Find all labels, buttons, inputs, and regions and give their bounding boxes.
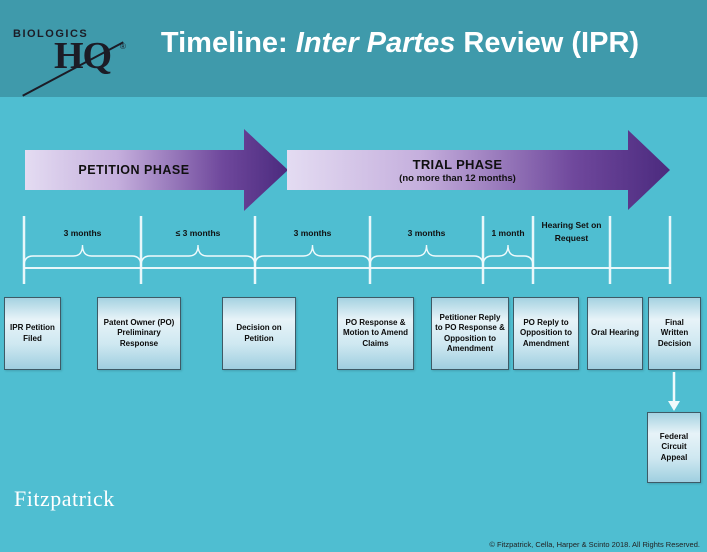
duration-brace	[482, 244, 534, 267]
logo-biologics-text: BIOLOGICS	[13, 28, 89, 40]
step-box-po-response-motion-to-amend: PO Response & Motion to Amend Claims	[337, 297, 414, 370]
slide-title: Timeline: Inter Partes Review (IPR)	[140, 27, 660, 60]
logo-hq-text: HQ	[54, 35, 112, 77]
duration-label-5: 1 month	[491, 228, 525, 238]
duration-label-2: ≤ 3 months	[175, 228, 221, 238]
trial-phase-note: (no more than 12 months)	[399, 172, 516, 184]
timeline-axis-group	[22, 216, 672, 284]
step-box-oral-hearing: Oral Hearing	[587, 297, 643, 370]
title-italic: Inter Partes	[295, 27, 456, 59]
copyright-text: © Fitzpatrick, Cella, Harper & Scinto 20…	[489, 540, 700, 549]
duration-label-1: 3 months	[63, 228, 102, 238]
biologics-hq-logo: BIOLOGICS HQ ®	[8, 18, 133, 97]
appeal-connector-arrow	[668, 372, 680, 411]
petition-phase-label: PETITION PHASE	[25, 150, 243, 190]
trial-phase-text: TRIAL PHASE	[412, 156, 503, 172]
petition-phase-arrow	[25, 129, 288, 211]
duration-brace	[140, 244, 256, 267]
duration-brace	[23, 244, 142, 267]
step-box-petitioner-reply: Petitioner Reply to PO Response & Opposi…	[431, 297, 509, 370]
duration-braces	[23, 244, 534, 267]
duration-label-4: 3 months	[407, 228, 446, 238]
title-prefix: Timeline:	[160, 27, 296, 59]
registered-trademark-icon: ®	[120, 42, 126, 51]
header-band: BIOLOGICS HQ ® Timeline: Inter Partes Re…	[0, 0, 707, 97]
duration-brace	[369, 244, 484, 267]
step-box-federal-circuit-appeal: Federal Circuit Appeal	[647, 412, 701, 483]
step-box-po-reply-to-opposition: PO Reply to Opposition to Amendment	[513, 297, 579, 370]
duration-label-3: 3 months	[293, 228, 332, 238]
step-box-decision-on-petition: Decision on Petition	[222, 297, 296, 370]
trial-phase-arrow	[287, 130, 670, 210]
arrowhead-down-icon	[668, 401, 680, 411]
title-suffix: Review (IPR)	[455, 27, 640, 59]
step-box-final-written-decision: Final Written Decision	[648, 297, 701, 370]
hearing-set-on-request-label: Hearing Set on Request	[541, 220, 602, 243]
step-box-ipr-petition-filed: IPR Petition Filed	[4, 297, 61, 370]
duration-brace	[254, 244, 371, 267]
fitzpatrick-logo: Fitzpatrick	[14, 486, 115, 511]
trial-phase-label: TRIAL PHASE (no more than 12 months)	[287, 150, 628, 190]
step-box-po-preliminary-response: Patent Owner (PO) Preliminary Response	[97, 297, 181, 370]
petition-phase-text: PETITION PHASE	[78, 163, 190, 177]
